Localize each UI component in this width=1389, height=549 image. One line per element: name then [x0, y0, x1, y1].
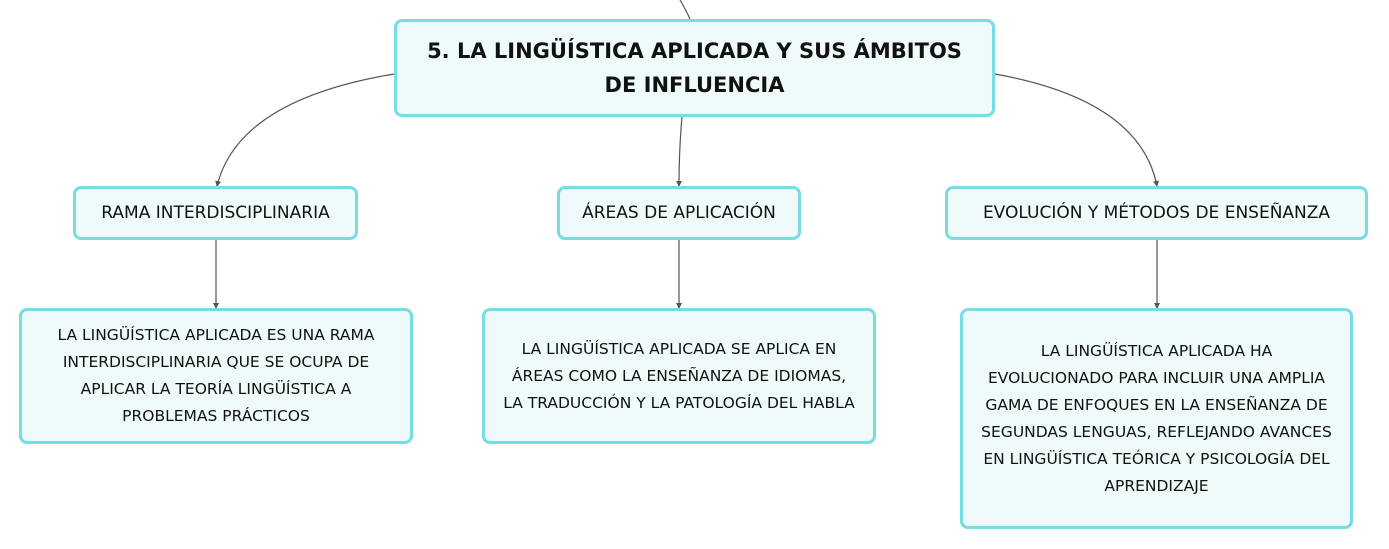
branch-node-rama-interdisciplinaria[interactable]: RAMA INTERDISCIPLINARIA: [73, 186, 358, 240]
connector-root-to-branch-2: [676, 116, 683, 187]
connector-root-to-branch-1: [215, 73, 395, 187]
connector-root-to-branch-3: [994, 73, 1159, 187]
root-node-label: 5. LA LINGÜÍSTICA APLICADA Y SUS ÁMBITOS…: [427, 39, 962, 97]
detail-node-evolucion-y-metodos[interactable]: LA LINGÜÍSTICA APLICADA HA EVOLUCIONADO …: [960, 308, 1353, 529]
root-node[interactable]: 5. LA LINGÜÍSTICA APLICADA Y SUS ÁMBITOS…: [394, 19, 995, 117]
detail-node-text: LA LINGÜÍSTICA APLICADA SE APLICA EN ÁRE…: [503, 339, 855, 412]
detail-node-text: LA LINGÜÍSTICA APLICADA ES UNA RAMA INTE…: [57, 326, 375, 425]
branch-node-areas-de-aplicacion[interactable]: ÁREAS DE APLICACIÓN: [557, 186, 801, 240]
detail-node-areas-de-aplicacion[interactable]: LA LINGÜÍSTICA APLICADA SE APLICA EN ÁRE…: [482, 308, 876, 444]
detail-node-text: LA LINGÜÍSTICA APLICADA HA EVOLUCIONADO …: [981, 341, 1332, 495]
branch-node-label: ÁREAS DE APLICACIÓN: [582, 203, 776, 223]
branch-node-label: EVOLUCIÓN Y MÉTODOS DE ENSEÑANZA: [982, 203, 1331, 223]
incoming-connector: [679, 0, 691, 20]
detail-node-rama-interdisciplinaria[interactable]: LA LINGÜÍSTICA APLICADA ES UNA RAMA INTE…: [19, 308, 413, 444]
branch-node-evolucion-y-metodos[interactable]: EVOLUCIÓN Y MÉTODOS DE ENSEÑANZA: [945, 186, 1368, 240]
branch-node-label: RAMA INTERDISCIPLINARIA: [101, 203, 330, 223]
